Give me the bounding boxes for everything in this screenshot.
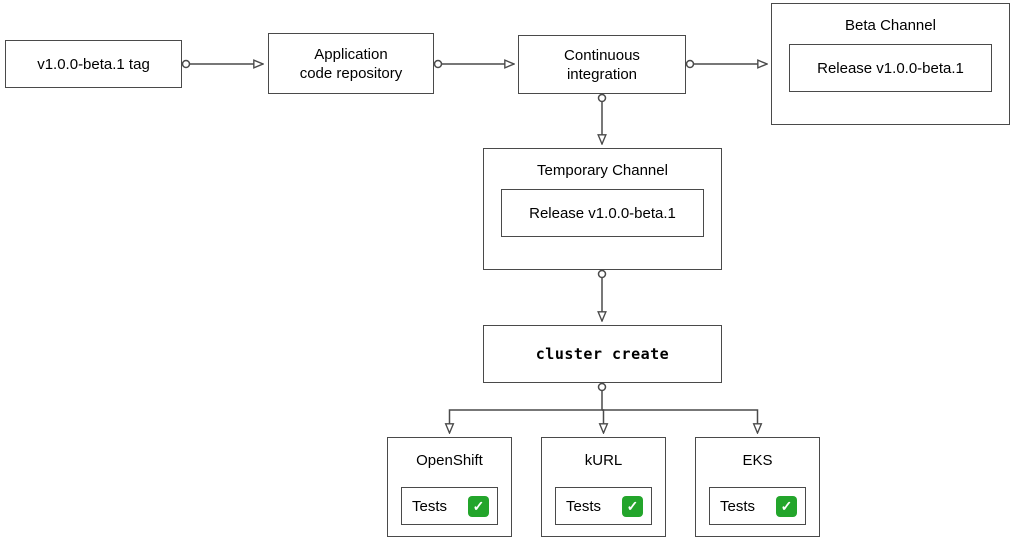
eks-tests-label: Tests (720, 497, 756, 515)
openshift-tests-box: Tests ✓ (401, 487, 498, 525)
node-cluster-create: cluster create (483, 325, 722, 383)
openshift-title: OpenShift (416, 452, 483, 469)
node-cluster-eks: EKS Tests ✓ (695, 437, 820, 537)
node-continuous-integration: Continuous integration (518, 35, 686, 94)
beta-channel-release-box: Release v1.0.0-beta.1 (789, 44, 992, 92)
check-mark-icon: ✓ (468, 495, 489, 517)
kurl-tests-label: Tests (566, 497, 602, 515)
node-code-repository: Application code repository (268, 33, 434, 94)
kurl-title: kURL (584, 452, 623, 469)
kurl-tests-box: Tests ✓ (555, 487, 652, 525)
node-version-tag: v1.0.0-beta.1 tag (5, 40, 182, 88)
temporary-channel-release-label: Release v1.0.0-beta.1 (529, 204, 676, 222)
continuous-integration-label: Continuous integration (564, 46, 640, 83)
code-repository-label: Application code repository (299, 45, 403, 82)
version-tag-label: v1.0.0-beta.1 tag (37, 55, 150, 73)
temporary-channel-release-box: Release v1.0.0-beta.1 (501, 189, 704, 237)
cluster-create-label: cluster create (535, 344, 670, 363)
beta-channel-release-label: Release v1.0.0-beta.1 (817, 59, 964, 77)
node-cluster-openshift: OpenShift Tests ✓ (387, 437, 512, 537)
check-mark-icon: ✓ (776, 495, 797, 517)
node-beta-channel: Beta Channel Release v1.0.0-beta.1 (771, 3, 1010, 125)
openshift-tests-label: Tests (412, 497, 448, 515)
eks-title: EKS (742, 452, 773, 469)
beta-channel-title: Beta Channel (845, 17, 936, 34)
node-cluster-kurl: kURL Tests ✓ (541, 437, 666, 537)
node-temporary-channel: Temporary Channel Release v1.0.0-beta.1 (483, 148, 722, 270)
eks-tests-box: Tests ✓ (709, 487, 806, 525)
temporary-channel-title: Temporary Channel (537, 162, 668, 179)
check-mark-icon: ✓ (622, 495, 643, 517)
